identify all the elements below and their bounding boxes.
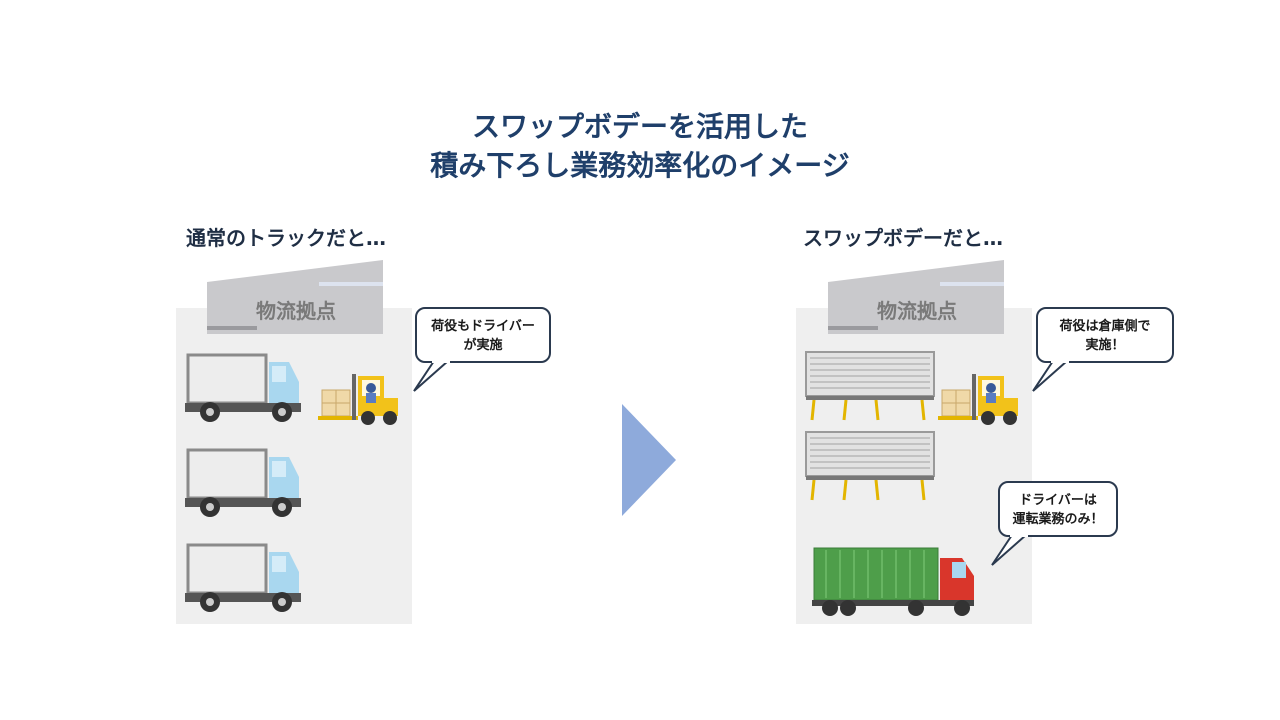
right-bubble2-line-2: 運転業務のみ！	[1012, 512, 1104, 527]
left-bubble-line-2: が実施	[463, 338, 503, 353]
truck-icon	[185, 448, 301, 517]
right-bubble1-line-1: 荷役は倉庫側で	[1059, 319, 1151, 334]
semi-truck-icon	[812, 547, 974, 616]
forklift-icon	[938, 374, 1018, 425]
right-base-sign	[828, 260, 1004, 334]
left-bubble-line-1: 荷役もドライバー	[431, 319, 535, 334]
right-bubble1-line-2: 実施！	[1085, 338, 1125, 353]
arrow-right-icon	[622, 404, 676, 516]
right-base-label: 物流拠点	[877, 299, 957, 323]
left-base-sign	[207, 260, 383, 334]
swap-body-icon	[805, 431, 935, 501]
right-speech-bubble-2: ドライバーは 運転業務のみ！	[998, 481, 1118, 537]
left-section-label: 通常のトラックだと…	[186, 226, 386, 250]
left-base-label: 物流拠点	[256, 299, 336, 323]
right-speech-bubble-1: 荷役は倉庫側で 実施！	[1036, 307, 1174, 363]
swap-body-icon	[805, 351, 935, 421]
forklift-icon	[318, 374, 398, 425]
right-bubble1-tail	[1032, 359, 1069, 392]
truck-icon	[185, 543, 301, 612]
title-line-1: スワップボデーを活用した	[471, 110, 808, 143]
title-line-2: 積み下ろし業務効率化のイメージ	[430, 149, 850, 182]
left-bubble-tail	[413, 359, 450, 392]
right-bubble2-tail	[991, 533, 1028, 566]
truck-icon	[185, 353, 301, 422]
left-speech-bubble: 荷役もドライバー が実施	[415, 307, 551, 363]
right-section-label: スワップボデーだと…	[803, 226, 1003, 250]
right-bubble2-line-1: ドライバーは	[1019, 493, 1097, 508]
